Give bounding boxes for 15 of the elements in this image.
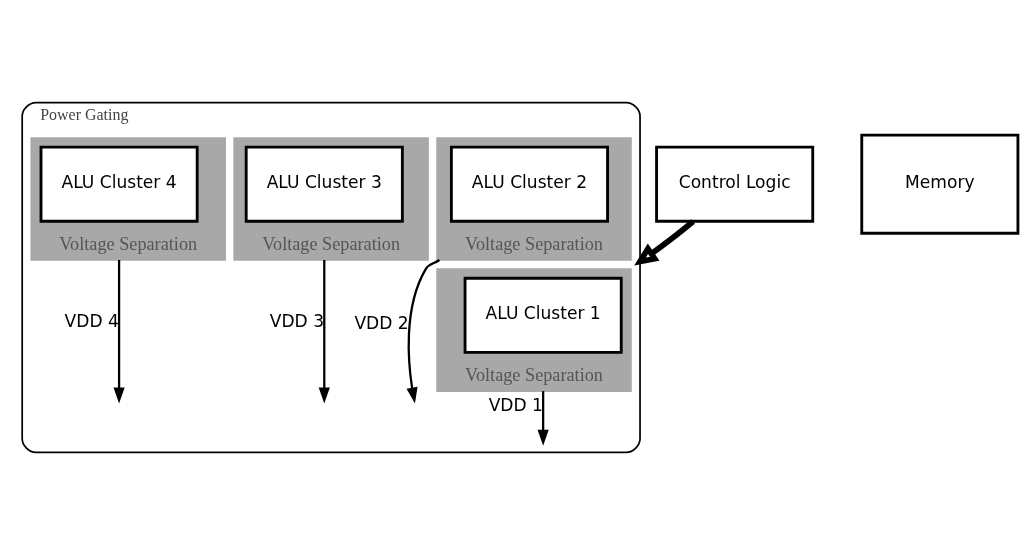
node-box: Control Logic	[655, 145, 815, 223]
node-box: ALU Cluster 3	[244, 145, 404, 223]
node-box: ALU Cluster 1	[463, 276, 623, 354]
arrow	[537, 390, 549, 446]
node-box: ALU Cluster 4	[39, 145, 199, 223]
edge-label: VDD 2	[354, 312, 409, 333]
arrow	[318, 259, 330, 404]
node-box: ALU Cluster 2	[449, 145, 609, 223]
arrow	[634, 218, 695, 266]
edge-label: VDD 4	[64, 310, 119, 331]
arrow	[113, 259, 125, 404]
node-box: Memory	[860, 133, 1020, 235]
edge-label: VDD 1	[488, 394, 543, 415]
arrow	[406, 258, 441, 404]
edge-label: VDD 3	[269, 310, 325, 331]
